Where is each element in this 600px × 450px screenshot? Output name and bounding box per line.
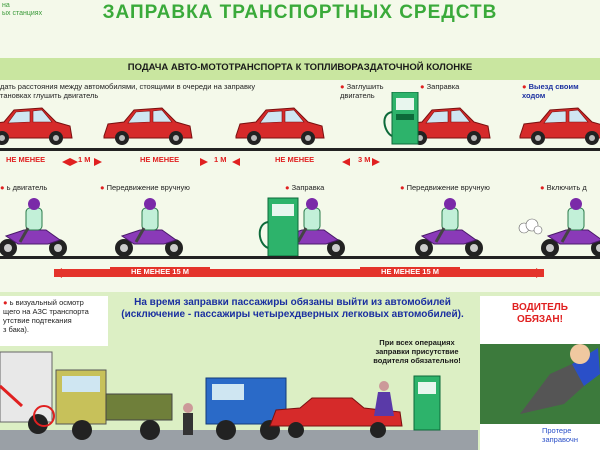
note-text: з бака). [3,325,30,334]
fuel-pump-icon [383,92,419,145]
corner-caption: на ых станциях [2,2,72,18]
note-text: Передвижение вручную [106,183,190,192]
driver-panel: ВОДИТЕЛЬ ОБЯЗАН! Протере заправочн [480,296,600,450]
note-text: щего на АЗС транспорта [3,307,89,316]
car [519,107,600,146]
motorcycle [113,196,185,259]
rule-line: (исключение - пассажиры четырехдверных л… [121,309,464,320]
note-text: утствие подтекания [3,316,72,325]
inspection-note: ● ь визуальный осмотр щего на АЗС трансп… [0,296,108,336]
note-text: При всех операциях [379,338,455,347]
road-line [0,148,600,151]
car [103,107,193,146]
blue-truck [205,377,287,440]
corner-line: на [2,2,10,9]
panel-line: ВОДИТЕЛЬ [512,302,568,313]
distance-arrows [62,158,380,166]
driver-panel-title: ВОДИТЕЛЬ ОБЯЗАН! [480,296,600,326]
page-title: ЗАПРАВКА ТРАНСПОРТНЫХ СРЕДСТВ [102,2,498,23]
distance-label: НЕ МЕНЕЕ [140,155,180,164]
exhaust-cloud-icon [518,218,543,235]
road-line [0,256,600,259]
moto-distance-bar [54,268,544,278]
car [235,107,325,146]
moto-row-illustration [0,196,600,259]
note-text: Выезд своим ходом [522,82,579,100]
car-note-exit: ● Выезд своим ходом [522,82,579,100]
moto-note: ● Включить д [540,183,587,192]
distance-value: 1 М [214,155,227,164]
person-icon [183,403,193,435]
car [0,107,73,146]
distance-label: НЕ МЕНЕЕ [275,155,315,164]
subtitle-band [0,58,600,80]
inspection-note-box: ● ь визуальный осмотр щего на АЗС трансп… [0,296,108,346]
moto-distance-left: НЕ МЕНЕЕ 15 М [110,267,210,276]
moto-note: ● Передвижение вручную [100,183,190,192]
distance-value: 1 М [78,155,91,164]
note-text: водителя обязательно! [373,356,461,365]
car-row-illustration [0,92,600,151]
note-line: тановках глушить двигатель [0,91,99,100]
distance-label: НЕ МЕНЕЕ [6,155,46,164]
note-text: ь двигатель [6,183,48,192]
motorcycle [539,196,600,259]
corner-line: ых станциях [2,10,43,17]
car-note-spacing: дать расстояния между автомобилями, стоя… [0,82,340,100]
warning-arrow-icon [0,384,55,427]
panel-line: Протере [542,426,572,435]
note-text: Передвижение вручную [406,183,490,192]
tanker-truck [0,351,53,434]
moto-note: ● Заправка [285,183,325,192]
panel-line: заправочн [542,435,578,444]
driver-instruction: Протере заправочн [542,426,578,444]
motorcycle [413,196,485,259]
woman-icon [374,381,394,416]
note-text: заправки присутствие [375,347,459,356]
motorcycle [0,196,69,259]
note-text: двигатель [340,91,375,100]
car-note-fueling: ● Заправка [420,82,460,91]
fuel-nozzle-illustration [480,344,600,424]
red-sedan [269,397,403,438]
passenger-rule: На время заправки пассажиры обязаны выйт… [110,297,475,321]
panel-line: ОБЯЗАН! [517,314,563,325]
operator-note: При всех операциях заправки присутствие … [372,338,462,365]
note-line: дать расстояния между автомобилями, стоя… [0,82,256,91]
note-text: Заправка [426,82,460,91]
fuel-pump-icon [258,197,299,257]
moto-note: ● ь двигатель [0,183,48,192]
distance-value: 3 М [358,155,371,164]
note-text: ь визуальный осмотр [9,298,84,307]
note-text: Включить д [546,183,587,192]
section-subtitle: ПОДАЧА АВТО-МОТОТРАНСПОРТА К ТОПЛИВОРАЗД… [127,62,473,73]
moto-note: ● Передвижение вручную [400,183,490,192]
note-text: Заправка [291,183,325,192]
car-note-engine: ● Заглушить двигатель [340,82,384,100]
cargo-truck [55,369,173,440]
note-text: Заглушить [346,82,384,91]
moto-distance-right: НЕ МЕНЕЕ 15 М [360,267,460,276]
fuel-pump-icon [413,375,441,431]
fueling-scene-illustration [0,351,478,450]
rule-line: На время заправки пассажиры обязаны выйт… [134,297,451,308]
